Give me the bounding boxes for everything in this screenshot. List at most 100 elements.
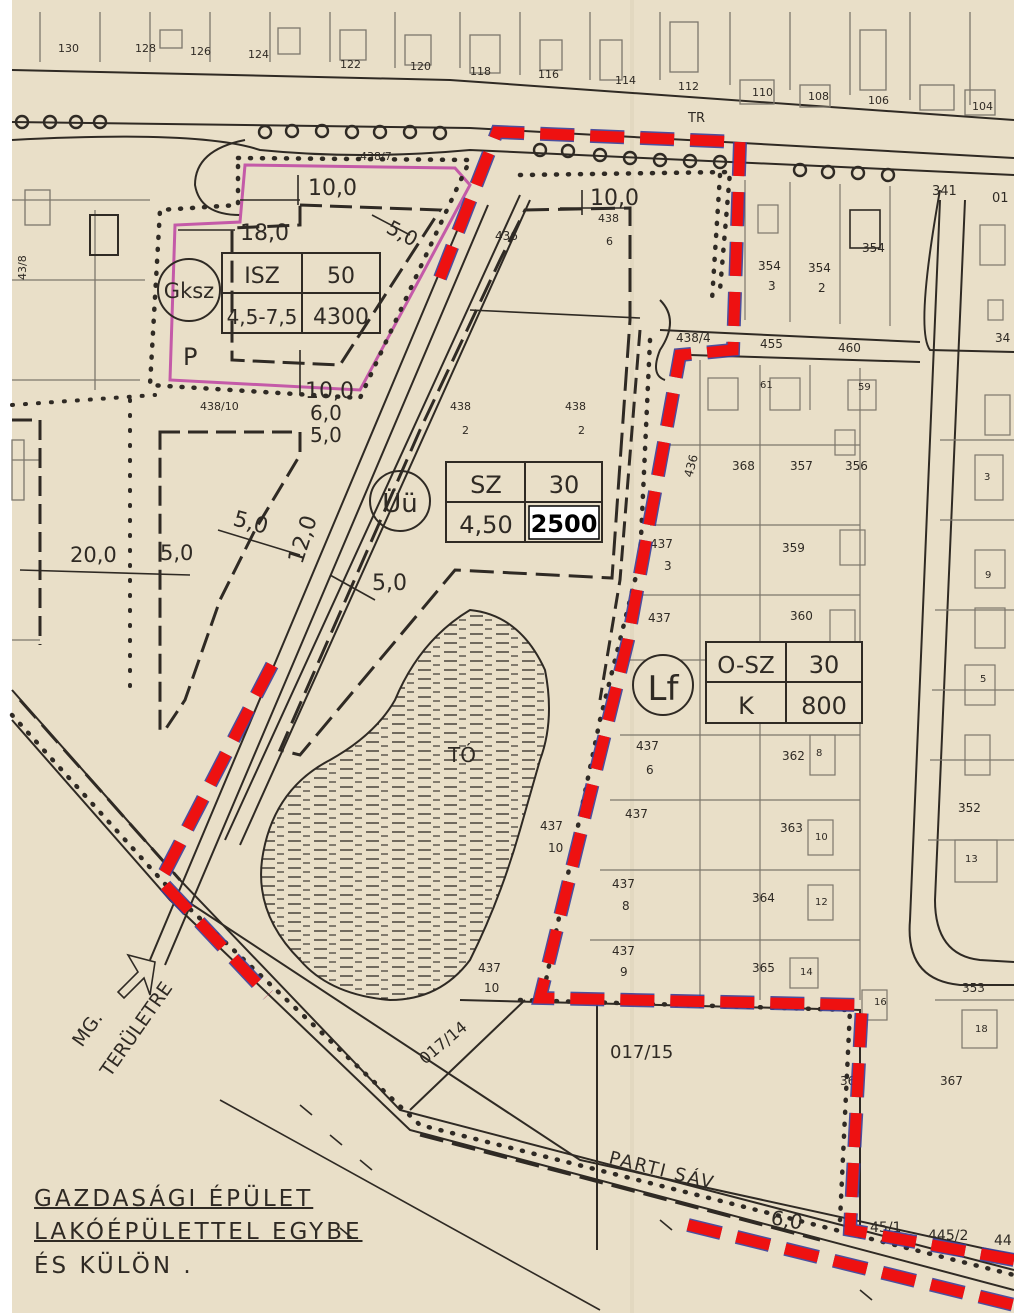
gksz-dim-left: 18,0 <box>240 221 289 246</box>
pond-outline <box>260 608 550 1002</box>
lot-354-2: 354 <box>808 261 831 275</box>
legend-line-1: GAZDASÁGI ÉPÜLET <box>34 1186 314 1212</box>
gksz-lot-438-7: 438/7 <box>360 150 392 163</box>
gksz-cell-height: 4,5-7,5 <box>227 305 298 329</box>
gksz-cell-isz: ISZ <box>244 264 280 289</box>
side-street <box>655 189 1014 986</box>
dashed-south-line <box>18 699 821 1242</box>
lot-110: 110 <box>752 86 773 99</box>
pond-label: TÓ <box>447 743 476 767</box>
uu-lot-436b: 436 <box>681 453 700 479</box>
lot-437-8b: 8 <box>622 899 630 913</box>
uu-dimension-lines <box>19 190 641 601</box>
gksz-dim-6: 6,0 <box>310 401 342 425</box>
lot-437-10a-b: 10 <box>548 841 563 855</box>
gksz-dim-top: 10,0 <box>308 176 357 201</box>
road-label-34: 34 <box>995 331 1010 345</box>
lot-354-3: 354 <box>758 259 781 273</box>
lot-437-5: 437 <box>648 611 671 625</box>
main-road <box>11 121 1014 176</box>
lot-437-6b: 6 <box>646 763 654 777</box>
top-lot-row <box>11 12 1014 121</box>
gksz-dim-5: 5,0 <box>310 423 342 447</box>
legend-line-3: ÉS KÜLÖN . <box>34 1252 194 1279</box>
road-label-455: 455 <box>760 337 783 351</box>
lf-zone-label: Lf <box>648 669 680 709</box>
lot-120: 120 <box>410 60 431 73</box>
house-59: 59 <box>858 382 871 393</box>
lot-353: 353 <box>962 981 985 995</box>
gksz-zone: Gksz ISZ 50 4,5-7,5 4300 P 10,0 18,0 5,0… <box>16 150 474 447</box>
uu-east-boundary <box>598 329 642 701</box>
lot-437-10a: 437 <box>540 819 563 833</box>
gksz-cell-50: 50 <box>327 264 355 289</box>
lot-126: 126 <box>190 45 211 58</box>
lot-437-3b: 3 <box>664 559 672 573</box>
gksz-p-label: P <box>183 343 197 371</box>
lf-cell-30: 30 <box>809 651 840 679</box>
lot-437-9b: 9 <box>620 965 628 979</box>
gksz-dimension-lines <box>178 175 411 395</box>
lot-114: 114 <box>615 74 636 87</box>
uu-zone: Üü SZ 30 4,50 2500 438 2 438 2 436 436 4… <box>19 169 733 757</box>
uu-dim-20: 20,0 <box>70 543 117 567</box>
paper-edge <box>0 0 12 1313</box>
uu-cell-30: 30 <box>549 471 580 499</box>
lot-360: 360 <box>790 609 813 623</box>
site-boundary <box>151 124 1014 1312</box>
house-12: 12 <box>815 897 828 908</box>
gksz-pink-boundary <box>168 163 472 392</box>
lot-367: 367 <box>940 1074 963 1088</box>
lot-356: 356 <box>845 459 868 473</box>
east-lot-numbers: 354 354 3 354 2 368 357 356 359 360 362 … <box>478 241 985 1088</box>
legend-line-2: LAKÓÉPÜLETTEL EGYBE <box>34 1219 363 1246</box>
uu-lot-438-2b-b: 2 <box>578 424 585 437</box>
road-label-460: 460 <box>838 341 861 355</box>
gksz-building-line <box>230 203 443 367</box>
lot-108: 108 <box>808 90 829 103</box>
house-61: 61 <box>760 380 773 391</box>
gksz-tree-boundary <box>147 155 474 401</box>
house-18: 18 <box>975 1024 988 1035</box>
lot-354-2b: 2 <box>818 281 826 295</box>
lf-index-table <box>705 641 863 724</box>
gksz-index-table <box>221 252 381 334</box>
lot-104: 104 <box>972 100 993 113</box>
gksz-cell-4300: 4300 <box>313 305 369 330</box>
house-8: 8 <box>816 748 822 759</box>
lot-116: 116 <box>538 68 559 81</box>
uu-cell-min-area: 2500 <box>531 510 598 538</box>
uu-cell-height: 4,50 <box>459 511 512 539</box>
parcel-44: 44 <box>994 1233 1012 1249</box>
site-boundary-line <box>153 126 1014 1311</box>
lot-354-3b: 3 <box>768 279 776 293</box>
uu-index-table <box>445 461 603 543</box>
road-label-tr: TR <box>687 111 705 126</box>
uu-cell-min-area-box <box>528 505 600 540</box>
legend: GAZDASÁGI ÉPÜLET LAKÓÉPÜLETTEL EGYBE ÉS … <box>34 1183 363 1283</box>
gksz-lot-43-8: 43/8 <box>16 255 29 280</box>
house-5: 5 <box>980 674 986 685</box>
road-loop <box>193 139 246 216</box>
lot-352: 352 <box>958 801 981 815</box>
uu-tree-boundary <box>517 169 733 293</box>
lot-364: 364 <box>752 891 775 905</box>
road-label-341: 341 <box>932 184 957 199</box>
left-dashed-block <box>12 418 302 732</box>
house-16: 16 <box>874 997 887 1008</box>
lot-362: 362 <box>782 749 805 763</box>
tree-row-south <box>9 712 1014 1278</box>
uu-cell-sz: SZ <box>470 471 502 499</box>
house-14: 14 <box>800 967 813 978</box>
east-house-numbers: 61 59 5 8 10 12 14 16 18 13 3 9 <box>760 380 991 1035</box>
lf-cell-k: K <box>738 692 755 720</box>
lot-357: 357 <box>790 459 813 473</box>
lot-437-6: 437 <box>636 739 659 753</box>
house-13: 13 <box>965 854 978 865</box>
lot-437-10: 437 <box>478 961 501 975</box>
lot-437-8: 437 <box>612 877 635 891</box>
lot-437-3: 437 <box>650 537 673 551</box>
east-lots <box>590 180 1014 1049</box>
lot-365: 365 <box>752 961 775 975</box>
